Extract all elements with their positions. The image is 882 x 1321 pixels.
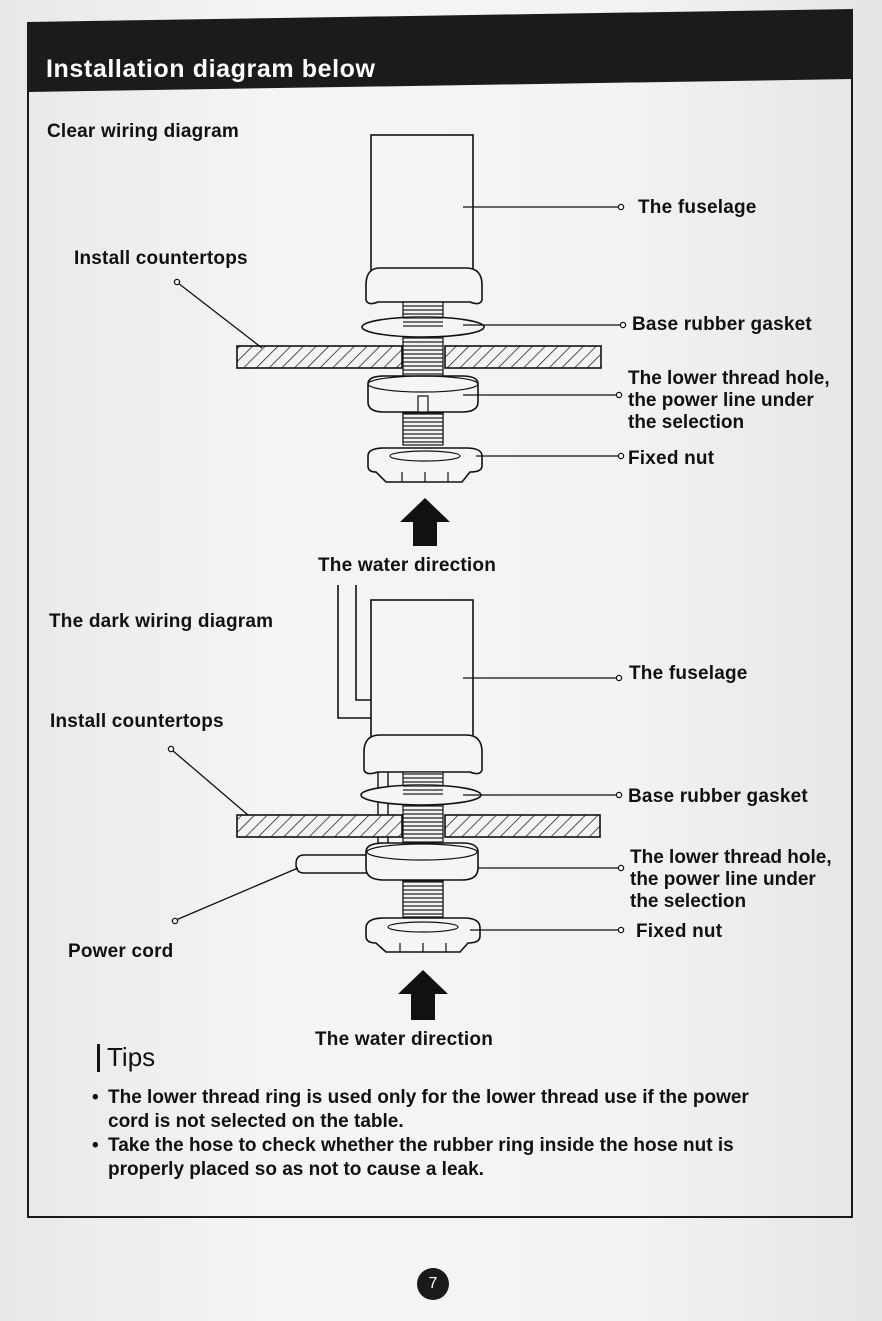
clear-shaft-over-gasket xyxy=(403,318,443,328)
dark-gasket-label: Base rubber gasket xyxy=(628,786,808,807)
dark-nut-label: Fixed nut xyxy=(636,921,723,942)
dark-diagram-title: The dark wiring diagram xyxy=(49,611,274,632)
clear-gasket-label: Base rubber gasket xyxy=(632,314,812,335)
dark-countertop-left xyxy=(236,814,403,838)
dark-fuselage-label: The fuselage xyxy=(629,663,748,684)
tips-list: •The lower thread ring is used only for … xyxy=(92,1086,782,1182)
dark-power-cord xyxy=(295,854,371,874)
clear-countertop-left xyxy=(236,345,403,369)
clear-water-label: The water direction xyxy=(318,555,497,576)
dark-countertops-label: Install countertops xyxy=(50,711,224,732)
page-title: Installation diagram below xyxy=(46,55,376,83)
page-number: 7 xyxy=(417,1268,449,1300)
dark-countertop-right xyxy=(444,814,601,838)
clear-fixed-nut xyxy=(367,447,483,483)
clear-fuselage-label: The fuselage xyxy=(638,197,757,218)
clear-countertops-label: Install countertops xyxy=(74,248,248,269)
clear-leader-lines xyxy=(173,203,627,460)
dark-thread-hole-label: The lower thread hole, the power line un… xyxy=(630,847,832,912)
dark-fuselage-body xyxy=(370,599,474,751)
dark-lower-thread-ring xyxy=(365,842,479,881)
clear-diagram-title: Clear wiring diagram xyxy=(47,121,239,142)
clear-faucet-assembly xyxy=(236,134,602,546)
dark-water-arrow-icon xyxy=(398,970,448,1020)
dark-water-label: The water direction xyxy=(315,1029,494,1050)
clear-countertop-right xyxy=(444,345,602,369)
dark-leader-lines xyxy=(167,674,625,934)
dark-faucet-assembly xyxy=(236,585,601,1020)
dark-fixed-nut xyxy=(365,917,481,953)
tips-accent-bar xyxy=(97,1044,100,1072)
tips-title: Tips xyxy=(107,1042,156,1072)
clear-fuselage-body xyxy=(370,134,474,286)
clear-fuselage-base xyxy=(365,267,483,305)
clear-water-arrow-icon xyxy=(400,498,450,546)
clear-lower-thread-ring xyxy=(367,375,479,413)
dark-power-cord-label: Power cord xyxy=(68,941,174,962)
clear-thread-hole-label: The lower thread hole, the power line un… xyxy=(628,368,830,433)
clear-nut-label: Fixed nut xyxy=(628,448,715,469)
dark-fuselage-base xyxy=(363,734,483,775)
tip-item: •Take the hose to check whether the rubb… xyxy=(92,1135,734,1180)
tip-item: •The lower thread ring is used only for … xyxy=(92,1087,749,1132)
